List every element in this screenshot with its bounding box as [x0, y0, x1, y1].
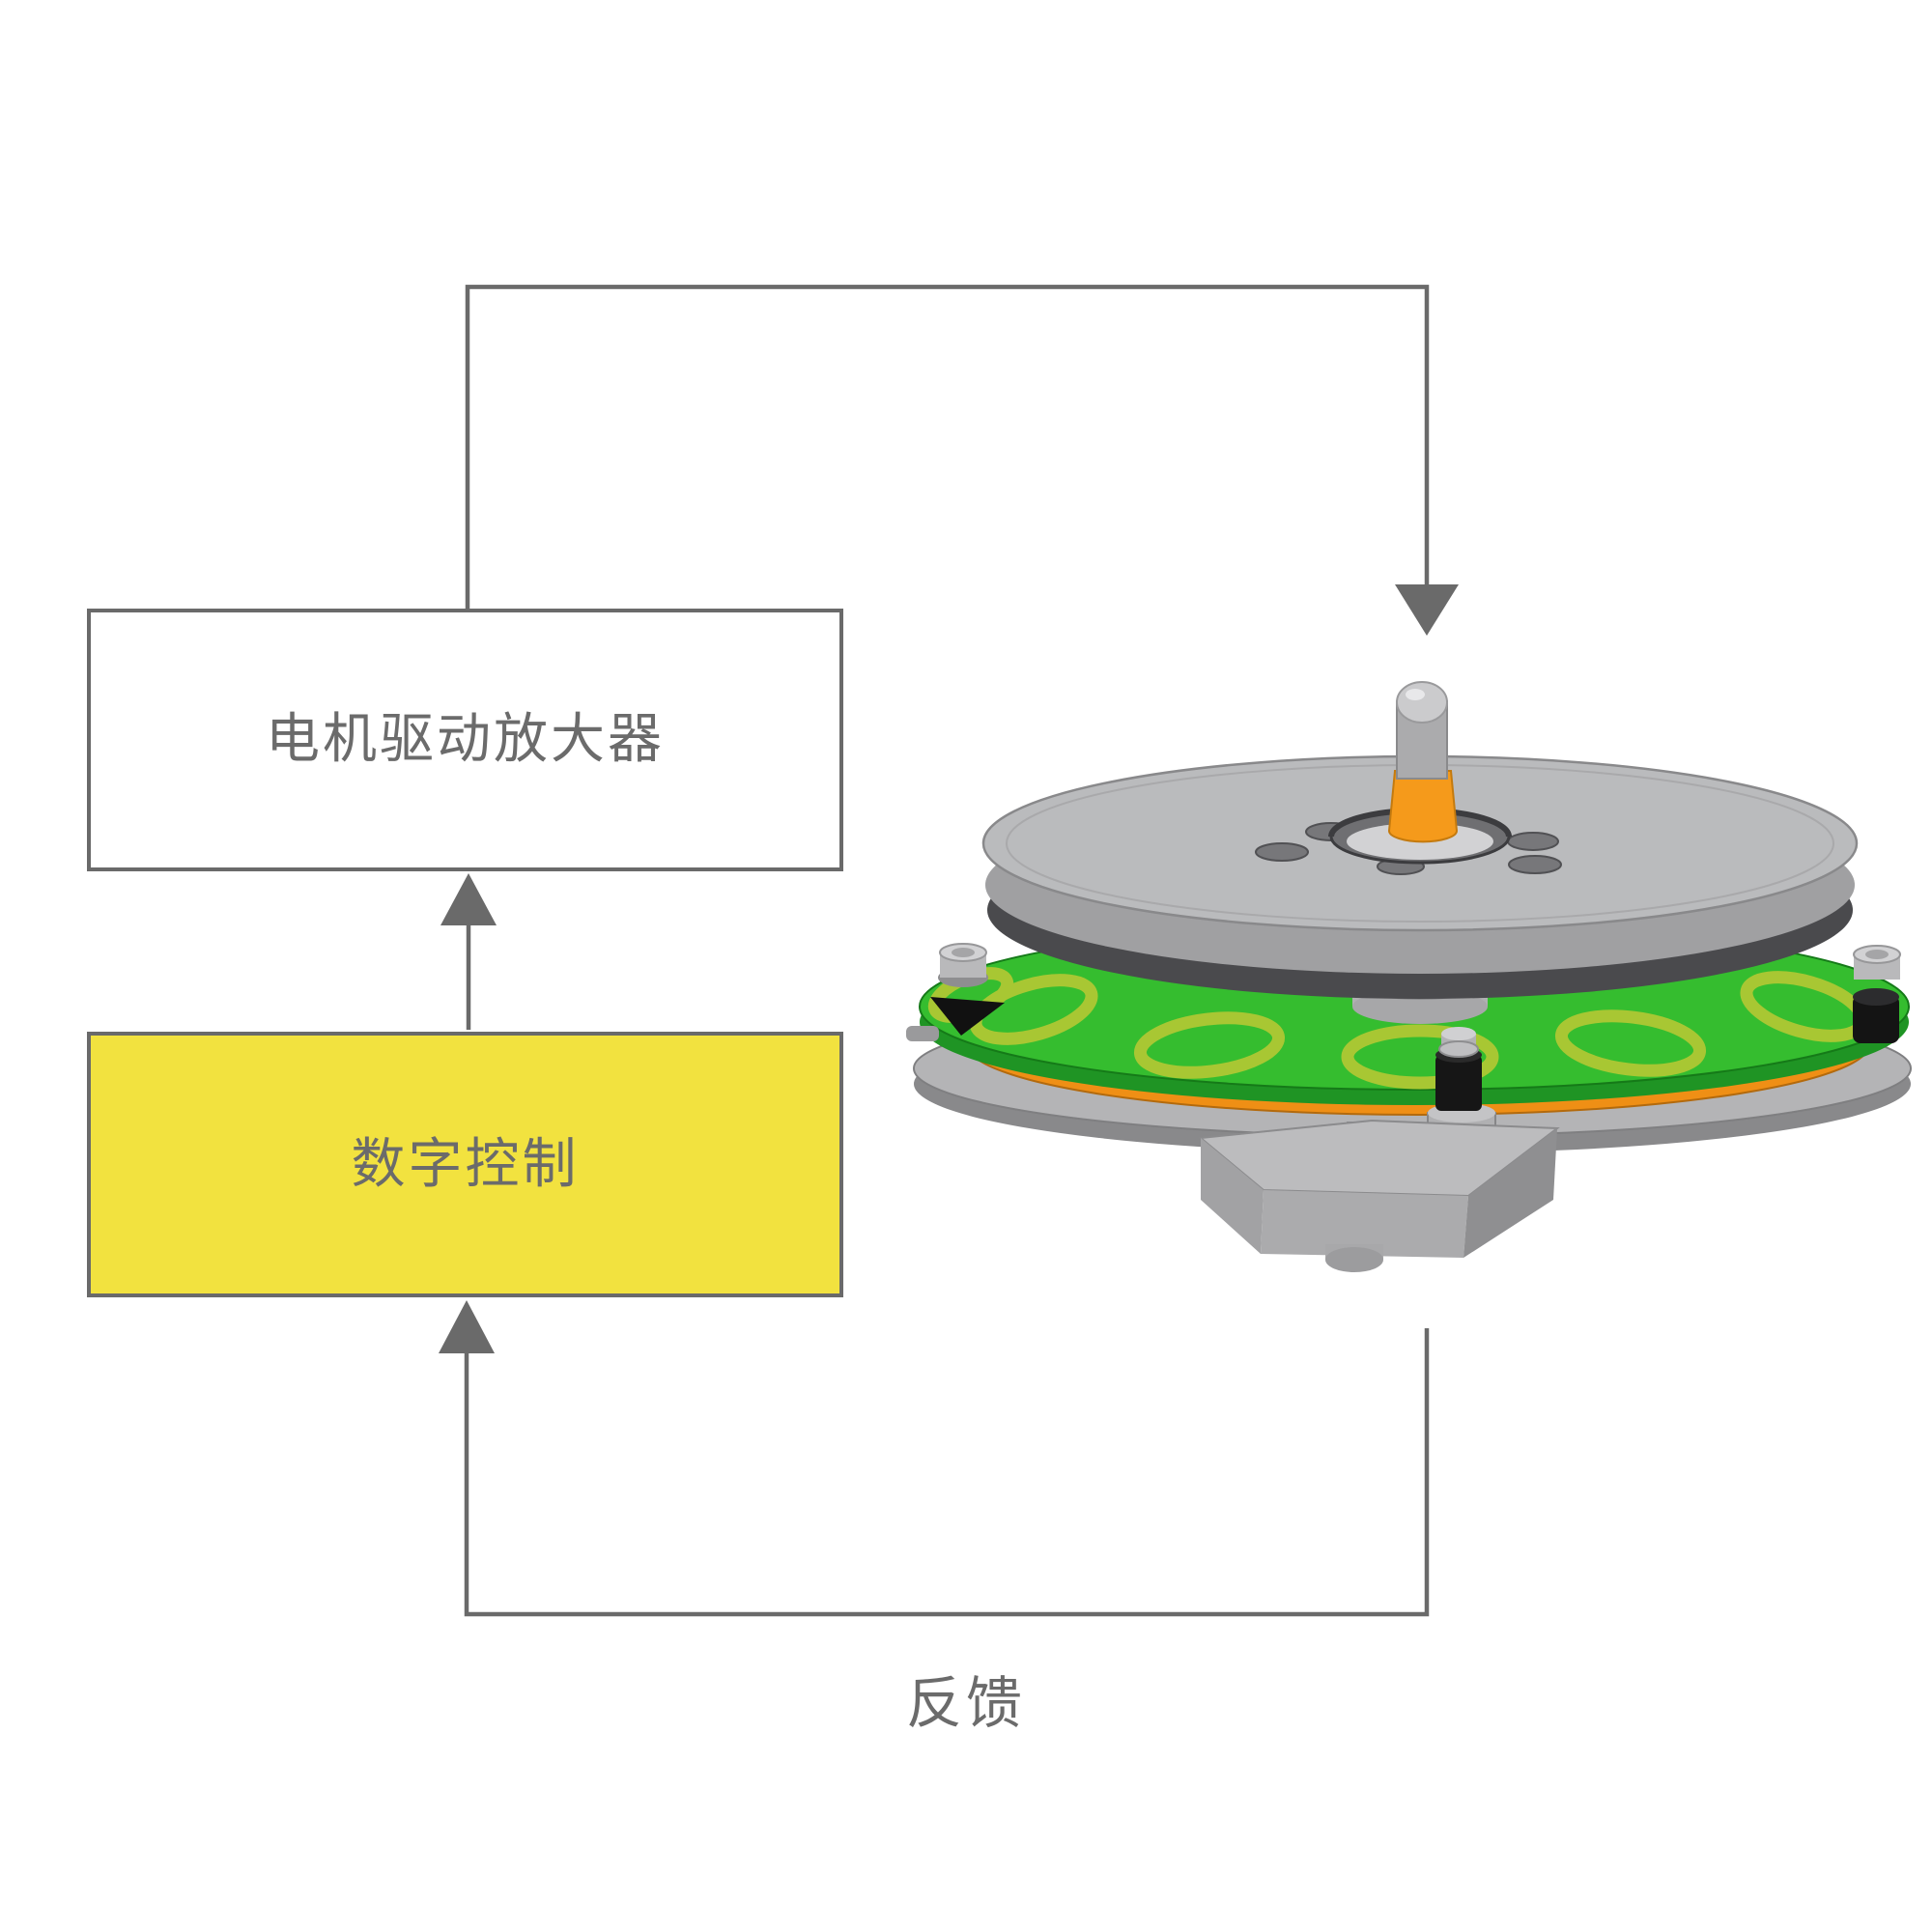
- amplifier-box: 电机驱动放大器: [87, 609, 843, 871]
- amplifier-box-label: 电机驱动放大器: [266, 708, 665, 771]
- shaft-cap: [1396, 681, 1448, 724]
- pcb-screw-left: [938, 943, 988, 987]
- arrow-up-icon: [440, 873, 497, 925]
- control-box-label: 数字控制: [351, 1132, 580, 1196]
- mounting-bracket: [1198, 1103, 1560, 1272]
- coil-rings: [927, 967, 1869, 1090]
- pcb-edge-stub: [906, 1026, 939, 1041]
- standoff-screw: [1435, 1027, 1482, 1111]
- command-path-line: [465, 284, 1430, 611]
- feedback-label: 反馈: [905, 1670, 1026, 1736]
- arrow-up-icon: [439, 1300, 495, 1353]
- pcb-screw-right: [1853, 945, 1901, 1043]
- motor-assembly-illustration: [906, 681, 1912, 1272]
- feedback-path-line: [464, 1328, 1430, 1617]
- hub-and-shaft: [1328, 681, 1512, 865]
- control-box: 数字控制: [87, 1032, 843, 1297]
- shaft-orange: [1387, 770, 1459, 843]
- arrow-down-icon: [1395, 584, 1459, 636]
- pcb-shadow-wedge: [930, 997, 1005, 1036]
